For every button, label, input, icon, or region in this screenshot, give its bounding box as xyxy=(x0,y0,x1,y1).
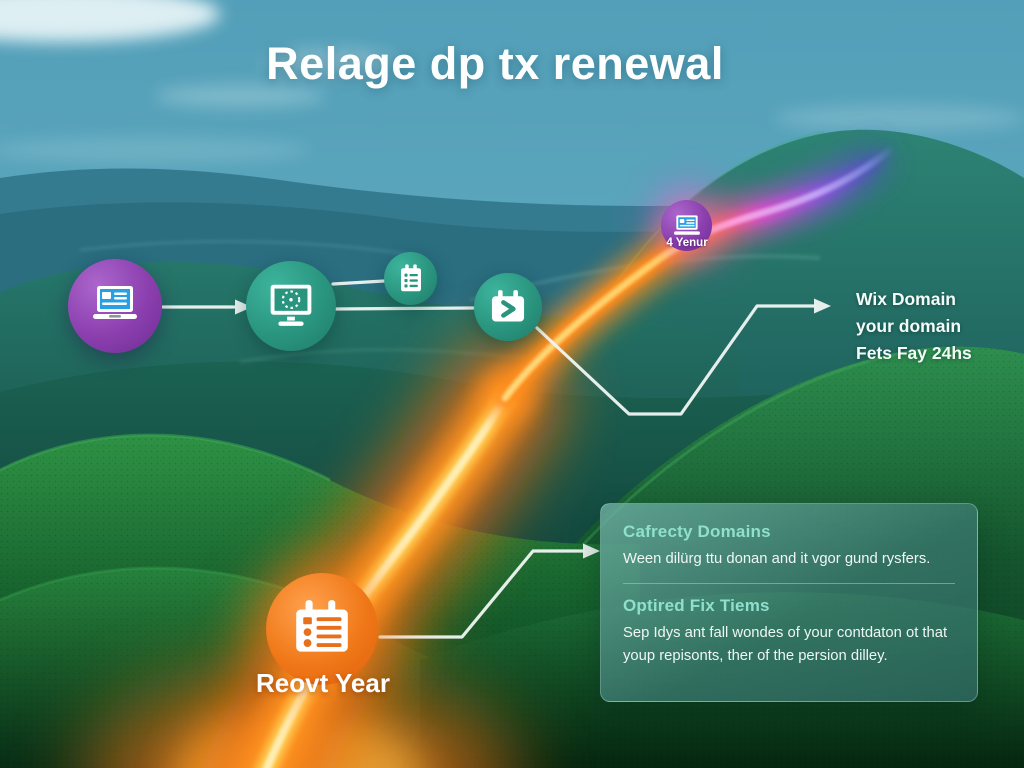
connector-step4-domain-note xyxy=(535,304,816,416)
milestone-label: 4 Yenur xyxy=(666,237,708,249)
panel-section2-body: Sep Idys ant fall wondes of your contdat… xyxy=(623,624,948,664)
info-panel: Cafrecty Domains Ween dilürg ttu donan a… xyxy=(600,503,978,702)
step-circle-calendar xyxy=(474,273,542,341)
panel-section1-heading: Cafrecty Domains xyxy=(623,522,771,541)
panel-divider xyxy=(623,582,955,584)
arrowhead-domain-note xyxy=(814,298,831,314)
step-circle-laptop xyxy=(68,259,162,353)
domain-note-line-2: your domain xyxy=(856,316,962,336)
panel-section1-body: Ween dilürg ttu donan and it vgor gund r… xyxy=(623,551,931,567)
step-circle-notepad xyxy=(384,252,437,305)
monitor-process-icon xyxy=(270,284,312,326)
connector-renewal-panel xyxy=(378,549,585,639)
domain-note-line-3: Fets Fay 24hs xyxy=(856,343,972,363)
laptop-browser-icon xyxy=(93,286,137,319)
step-circle-monitor xyxy=(246,261,336,351)
renewal-clipboard-icon xyxy=(296,600,348,652)
notepad-icon xyxy=(400,263,421,291)
calendar-forward-icon xyxy=(491,290,525,322)
line-step2-step4 xyxy=(332,306,475,311)
panel-section2-heading: Optired Fix Tiems xyxy=(623,595,770,615)
arrowhead-panel xyxy=(583,543,600,559)
renewal-circle-clipboard xyxy=(266,573,378,685)
renewal-label: Reovt Year xyxy=(256,668,390,698)
arrowhead-step2 xyxy=(235,299,252,315)
domain-note: Wix Domain your domain Fets Fay 24hs xyxy=(856,286,972,367)
arrowheads xyxy=(235,298,831,559)
glowing-path xyxy=(86,129,911,768)
connectors xyxy=(161,279,816,639)
domain-note-line-1: Wix Domain xyxy=(856,289,956,309)
line-step2-step3 xyxy=(331,279,386,286)
milestone-circle-laptop xyxy=(661,200,712,251)
page-title: Relage dp tx renewal xyxy=(266,38,724,89)
laptop-small-icon xyxy=(673,214,700,235)
